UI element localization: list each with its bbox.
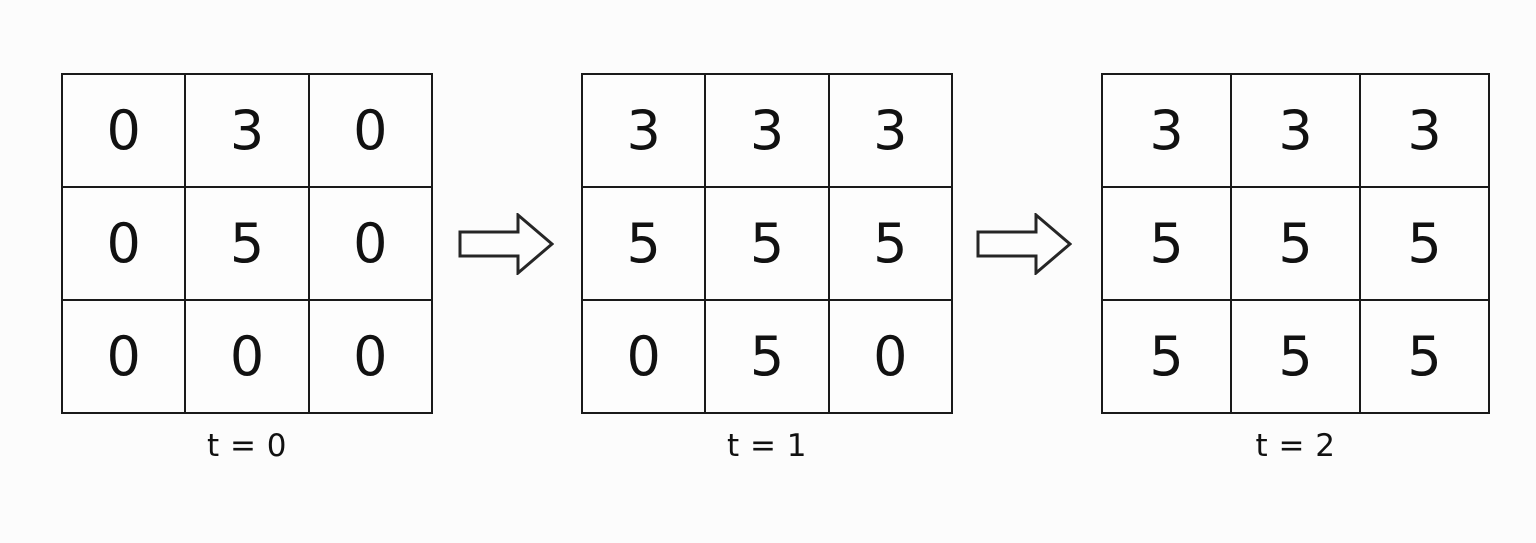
grid-cell: 5 [704,299,830,414]
grid-table-1: 3 3 3 5 5 5 0 5 0 [580,73,954,414]
grid-row: 0 5 0 [60,186,434,301]
grid-cell: 0 [60,299,187,414]
grid-cell: 5 [184,186,310,301]
grid-cell: 3 [580,73,707,188]
grid-row: 0 0 0 [60,299,434,414]
grid-row: 5 5 5 [1101,299,1490,414]
grid-caption-2: t = 2 [1255,428,1336,464]
grid-cell: 5 [1230,299,1361,414]
grid-cell: 0 [184,299,310,414]
grid-row: 0 5 0 [580,299,954,414]
grid-cell: 3 [704,73,830,188]
grid-state-2: 3 3 3 5 5 5 5 5 5 t = 2 [1101,73,1490,464]
grid-cell: 3 [827,73,954,188]
transition-arrow-right-icon [976,213,1072,275]
grid-state-0: 0 3 0 0 5 0 0 0 0 t = 0 [60,73,434,464]
grid-cell: 5 [827,186,954,301]
grid-cell: 0 [307,299,434,414]
grid-cell: 0 [580,299,707,414]
transition-arrow-right-icon [458,213,554,275]
grid-cell: 3 [1359,73,1490,188]
grid-row: 5 5 5 [580,186,954,301]
grid-cell: 5 [1359,186,1490,301]
grid-cell: 5 [1101,299,1232,414]
grid-table-0: 0 3 0 0 5 0 0 0 0 [60,73,434,414]
grid-cell: 0 [307,73,434,188]
grid-cell: 3 [184,73,310,188]
grid-cell: 3 [1230,73,1361,188]
grid-cell: 5 [580,186,707,301]
grid-cell: 0 [60,186,187,301]
grid-caption-1: t = 1 [726,428,808,464]
grid-cell: 5 [1101,186,1232,301]
grid-cell: 0 [60,73,187,188]
grid-cell: 5 [1359,299,1490,414]
grid-caption-0: t = 0 [206,428,288,464]
grid-row: 5 5 5 [1101,186,1490,301]
grid-row: 3 3 3 [580,73,954,188]
grid-cell: 5 [704,186,830,301]
grid-cell: 0 [307,186,434,301]
grid-state-1: 3 3 3 5 5 5 0 5 0 t = 1 [580,73,954,464]
grid-table-2: 3 3 3 5 5 5 5 5 5 [1101,73,1490,414]
grid-cell: 3 [1101,73,1232,188]
grid-cell: 0 [827,299,954,414]
grid-cell: 5 [1230,186,1361,301]
grid-row: 0 3 0 [60,73,434,188]
grid-row: 3 3 3 [1101,73,1490,188]
